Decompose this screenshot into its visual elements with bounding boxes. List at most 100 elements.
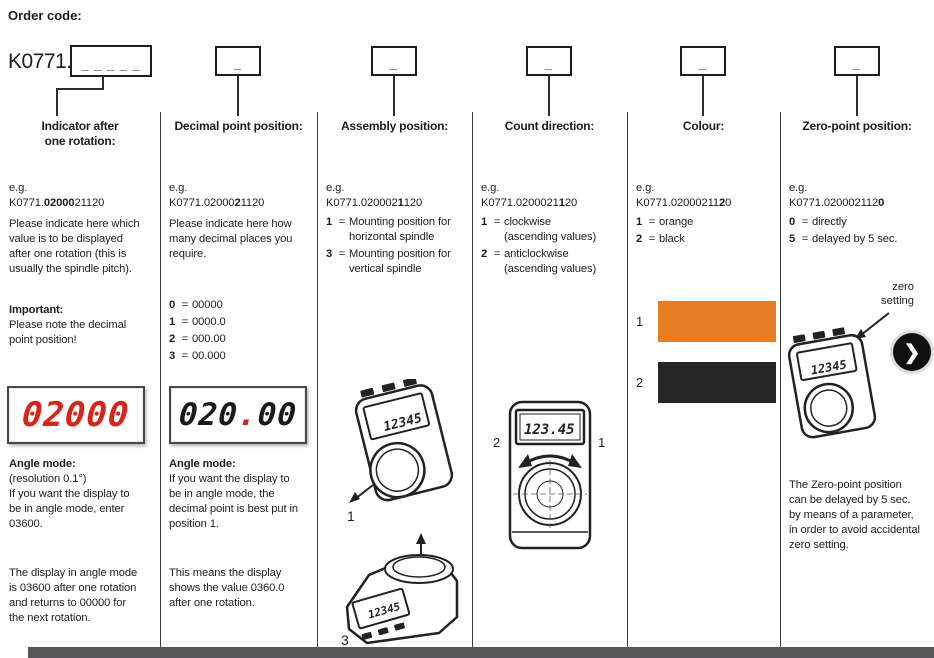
example-code: K0771.0200021120 (326, 197, 423, 209)
angle-mode-label: Angle mode: (9, 458, 76, 470)
order-code-box-indicator: _ _ _ _ _ (70, 45, 152, 77)
example-code: K0771.0200021120 (169, 197, 265, 209)
column-heading: Count direction: (504, 119, 595, 133)
example-code: K0771.0200021120 (9, 197, 105, 209)
option-row: 2=000.00 (169, 333, 226, 345)
column-divider (627, 112, 628, 647)
next-page-button[interactable]: ❯ (893, 333, 931, 371)
zero-point-description: The Zero-point position can be delayed b… (789, 479, 920, 551)
column-decimal: Decimal point position: e.g. K0771.02000… (160, 115, 317, 647)
column-heading: Decimal point position: (174, 119, 303, 133)
order-code-box-count: _ (526, 46, 572, 76)
connector-line (237, 76, 239, 116)
zero-setting-label: zero setting (881, 281, 914, 307)
options-list: 1=orange 2=black (636, 215, 778, 249)
clockwise-label: 1 (598, 435, 606, 450)
column-indicator: Indicator after one rotation: e.g. K0771… (0, 115, 160, 647)
display-value: 123.45 (524, 422, 575, 438)
option-row: 1=orange (636, 216, 694, 228)
column-count-direction: Count direction: e.g. K0771.0200021120 1… (472, 115, 627, 647)
black-colour-swatch (658, 362, 776, 403)
bottom-bar (28, 647, 934, 658)
display-value: 12345 (810, 357, 848, 377)
column-heading: Colour: (682, 119, 725, 133)
order-code-label: Order code: (8, 8, 82, 23)
order-code-box-assembly: _ (371, 46, 417, 76)
column-assembly: Assembly position: e.g. K0771.0200021120… (317, 115, 472, 647)
example-label: e.g. (169, 182, 188, 194)
column-colour: Colour: e.g. K0771.0200021120 1=orange 2… (627, 115, 780, 647)
column-divider (780, 112, 781, 647)
example-label: e.g. (326, 182, 345, 194)
angle-mode-label: Angle mode: (169, 458, 236, 470)
example-label: e.g. (9, 182, 28, 194)
option-row: 2=black (636, 233, 685, 245)
angle-mode-text: (resolution 0.1°) If you want the displa… (9, 473, 130, 530)
connector-line (548, 76, 550, 116)
count-direction-illustration: 123.45 (508, 400, 592, 550)
connector-line (102, 77, 104, 90)
column-heading: Assembly position: (340, 119, 449, 133)
order-code-prefix: K0771. (8, 50, 72, 73)
example-label: e.g. (636, 182, 655, 194)
display-value: 02000 (20, 395, 132, 435)
example-code: K0771.0200021120 (481, 197, 578, 209)
option-row: 2=anticlockwise (ascending values) (481, 248, 597, 275)
rotation-arrow-head-left (518, 454, 532, 468)
position-indicator-horizontal-illustration: 12345 1 (347, 379, 454, 524)
anticlockwise-label: 2 (493, 435, 501, 450)
illustration-label: 1 (347, 508, 355, 524)
order-code-box-colour: _ (680, 46, 726, 76)
example-label: e.g. (789, 182, 808, 194)
connector-line (56, 88, 58, 116)
rotation-arrow-head-right (568, 454, 582, 468)
orange-colour-swatch (658, 301, 776, 342)
column-divider (472, 112, 473, 647)
swatch-label: 2 (636, 375, 644, 390)
position-indicator-vertical-illustration: 12345 3 (341, 533, 459, 647)
chevron-right-icon: ❯ (903, 341, 921, 364)
option-row: 1=clockwise (ascending values) (481, 216, 597, 243)
pointer-arrow (860, 312, 890, 336)
connector-line (56, 88, 104, 90)
example-code: K0771.0200021120 (636, 197, 732, 209)
connector-line (856, 76, 858, 116)
option-row: 0=00000 (169, 299, 223, 311)
column-heading: Indicator after one rotation: (41, 119, 119, 148)
display-value: 020.00 (177, 397, 299, 433)
column-heading: Zero-point position: (802, 119, 912, 133)
zero-point-illustration: 12345 (787, 312, 890, 439)
connector-line (393, 76, 395, 116)
order-code-box-decimal: _ (215, 46, 261, 76)
connector-line (702, 76, 704, 116)
options-list: 1=Mounting position for horizontal spind… (326, 215, 470, 279)
column-divider (317, 112, 318, 647)
example-code: K0771.0200021120 (789, 197, 885, 209)
order-code-box-zero: _ (834, 46, 880, 76)
column-description: Please indicate here which value is to b… (9, 218, 140, 275)
options-list: 0=00000 1=0000.0 2=000.00 3=00.000 (169, 298, 315, 366)
option-row: 1=Mounting position for horizontal spind… (326, 216, 451, 243)
digital-display-red: 02000 (7, 386, 145, 444)
swatch-row-black: 2 (636, 362, 776, 403)
column-divider (160, 112, 161, 647)
angle-mode-text: If you want the display to be in angle m… (169, 473, 299, 530)
swatch-row-orange: 1 (636, 301, 776, 342)
option-row: 3=Mounting position for vertical spindle (326, 248, 451, 275)
angle-mode-text: This means the display shows the value 0… (169, 567, 285, 609)
option-row: 5=delayed by 5 sec. (789, 233, 898, 245)
digital-display-decimal: 020.00 (169, 386, 307, 444)
important-label: Important: (9, 304, 64, 316)
option-row: 1=0000.0 (169, 316, 226, 328)
example-label: e.g. (481, 182, 500, 194)
angle-mode-text: The display in angle mode is 03600 after… (9, 567, 138, 624)
option-row: 0=directly (789, 216, 847, 228)
important-text: Please note the decimal point position! (9, 319, 127, 346)
options-list: 1=clockwise (ascending values) 2=anticlo… (481, 215, 625, 279)
column-zero-point: Zero-point position: e.g. K0771.02000211… (780, 115, 934, 647)
option-row: 3=00.000 (169, 350, 226, 362)
swatch-label: 1 (636, 314, 644, 329)
column-description: Please indicate here how many decimal pl… (169, 218, 293, 260)
options-list: 0=directly 5=delayed by 5 sec. (789, 215, 932, 249)
direction-arrow-head (416, 533, 426, 544)
